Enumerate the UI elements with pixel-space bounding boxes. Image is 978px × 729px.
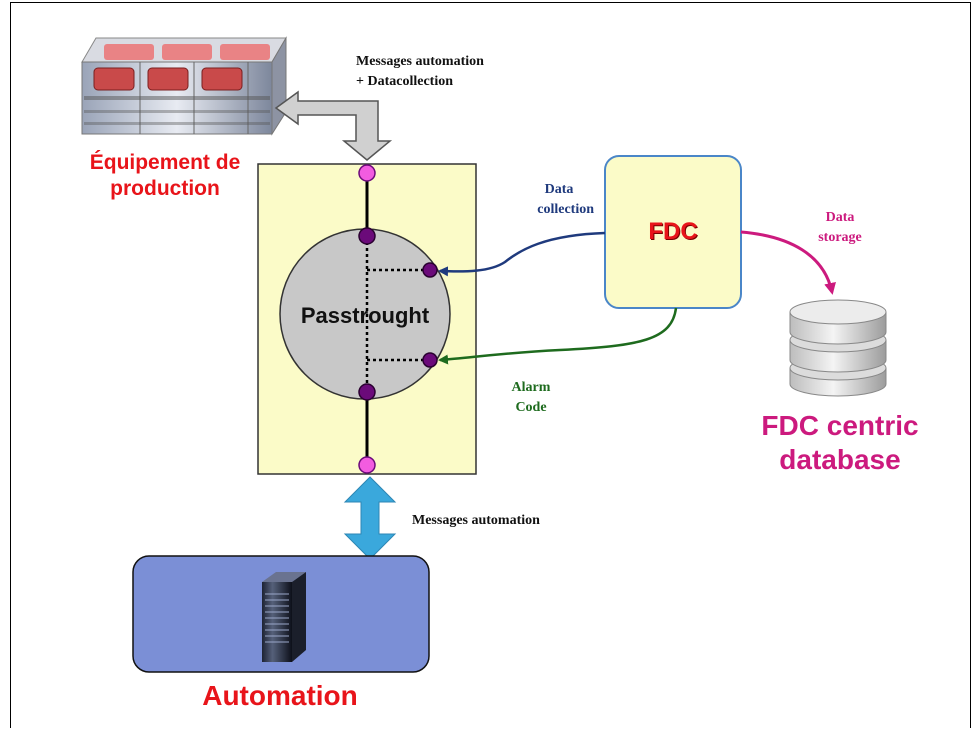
server-tower-icon <box>262 572 306 662</box>
label-alarm-code: Alarm Code <box>496 378 566 418</box>
label-fdc: FDC <box>648 218 698 245</box>
label-data-storage: Data storage <box>800 208 880 248</box>
label-data-collection-line2: collection <box>537 202 594 217</box>
node-bottom-purple <box>358 383 376 401</box>
label-data-collection: Data collection <box>484 180 594 220</box>
alarm-code-connector <box>438 307 678 365</box>
equipment-link-arrow <box>274 90 393 161</box>
database-icon <box>789 299 887 397</box>
label-data-storage-line2: storage <box>818 230 862 245</box>
label-fdc-centric-database: FDC centric database <box>761 410 919 475</box>
node-top-purple <box>358 227 376 245</box>
label-alarm-code-line2: Code <box>515 400 547 415</box>
label-messages-automation-top-line2: + Datacollection <box>356 74 454 89</box>
label-messages-automation-top-line1: Messages automation <box>356 54 484 69</box>
label-automation: Automation <box>202 680 358 711</box>
diagram-frame <box>10 2 971 728</box>
data-storage-connector <box>740 230 836 295</box>
node-top-pink <box>358 164 376 182</box>
label-equipment: Équipement de production <box>89 151 241 200</box>
production-equipment-icon <box>81 36 287 136</box>
node-upper-right <box>422 262 438 278</box>
label-passthrough: Passtrought <box>300 303 430 328</box>
label-messages-automation-top: Messages automation + Datacollection <box>356 52 484 92</box>
label-data-storage-line1: Data <box>825 210 855 225</box>
label-alarm-code-line1: Alarm <box>511 380 551 395</box>
node-lower-right <box>422 352 438 368</box>
label-data-collection-line1: Data <box>544 182 574 197</box>
automation-link-arrow <box>343 476 397 560</box>
data-collection-connector <box>438 231 606 277</box>
label-messages-automation-bottom: Messages automation <box>412 513 540 528</box>
node-bottom-pink <box>358 456 376 474</box>
